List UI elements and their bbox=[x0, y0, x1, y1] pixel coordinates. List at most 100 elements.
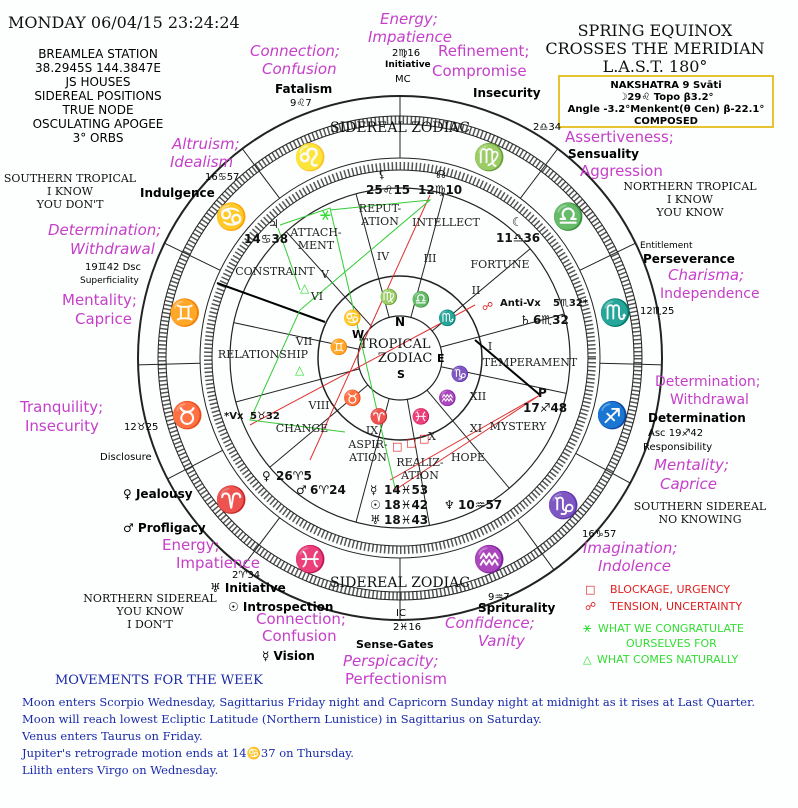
house-name: MENT bbox=[298, 239, 335, 252]
house-name: REPUT- bbox=[359, 202, 402, 215]
house-name: ATION bbox=[400, 469, 439, 482]
cusp-degree: 2♈34 bbox=[232, 570, 260, 581]
movement-line: Moon enters Scorpio Wednesday, Sagittari… bbox=[22, 695, 755, 709]
node-position: 12♍10 bbox=[418, 183, 462, 197]
cusp-labels: 2♍16 MC IC 2♓16 19♊42 Dsc Asc 19♐42 16♋5… bbox=[85, 48, 703, 633]
sign-glyph: ♉ bbox=[171, 400, 203, 431]
legend-label: WHAT WE CONGRATULATE bbox=[598, 622, 744, 635]
sign-glyph: ♓ bbox=[294, 544, 326, 575]
trine-icon: △ bbox=[300, 281, 310, 295]
ic-label: IC bbox=[396, 608, 406, 619]
house-name: HOPE bbox=[451, 451, 485, 464]
tropical-sign-glyph: ♊ bbox=[330, 338, 349, 356]
south-letter: S bbox=[397, 368, 405, 381]
mars-position: 6♈24 bbox=[310, 483, 346, 497]
ic-degree: 2♓16 bbox=[393, 622, 421, 633]
jupiter-glyph: ♃ bbox=[268, 217, 279, 231]
vertex-position: 5♉32 bbox=[250, 411, 280, 422]
coordinates: 38.2945S 144.3847E bbox=[35, 61, 161, 75]
house-name: INTELLECT bbox=[412, 216, 480, 229]
tropical-sign-glyph: ♒ bbox=[438, 389, 457, 407]
house-name: CONSTRAINT bbox=[235, 265, 315, 278]
sensuality-label: Sensuality bbox=[568, 147, 639, 161]
initiative-bottom-label: ♅ Initiative bbox=[210, 581, 286, 595]
event-line: CROSSES THE MERIDIAN bbox=[545, 39, 764, 58]
insecurity-purple-label: Insecurity bbox=[25, 417, 99, 435]
uranus-position: 18♓43 bbox=[384, 513, 428, 527]
quadrant-label: YOU KNOW bbox=[655, 206, 724, 219]
square-icon: □ bbox=[419, 432, 429, 445]
tropical-sign-glyphs: ♍♎♏♑♒♓♈♉♊♋ bbox=[330, 288, 470, 425]
dsc-axis bbox=[216, 282, 326, 323]
quadrant-label: YOU KNOW bbox=[115, 605, 184, 618]
house-name: ASPIR- bbox=[347, 438, 388, 451]
insecurity-label: Insecurity bbox=[473, 86, 541, 100]
weekly-movements: MOVEMENTS FOR THE WEEK Moon enters Scorp… bbox=[21, 673, 755, 777]
determination-label: Determination; bbox=[48, 221, 161, 239]
nakshatra-line: Angle -3.2°Menkent(θ Cen) β-22.1° bbox=[568, 104, 765, 115]
legend-label: OURSELVES FOR bbox=[626, 637, 717, 650]
opposition-line bbox=[394, 394, 541, 491]
sign-glyph: ♈ bbox=[215, 484, 247, 515]
quadrant-label: NORTHERN TROPICAL bbox=[623, 180, 757, 193]
house-number: XI bbox=[470, 422, 482, 435]
sign-glyph: ♏ bbox=[599, 297, 631, 328]
house-name: ATION bbox=[348, 451, 387, 464]
sign-divider bbox=[138, 362, 201, 366]
sun-glyph: ☉ bbox=[370, 498, 381, 512]
vertex-glyph: *Vx bbox=[224, 411, 244, 422]
house-number: IX bbox=[366, 424, 378, 437]
asc-degree: Asc 19♐42 bbox=[648, 428, 703, 439]
mercury-glyph: ☿ bbox=[370, 483, 377, 497]
cusp-degree: 16♋57 bbox=[205, 172, 239, 183]
tropical-sign-glyph: ♑ bbox=[451, 365, 470, 383]
house-number: XII bbox=[470, 390, 487, 403]
sign-glyph: ♒ bbox=[473, 544, 505, 575]
house-cusps bbox=[233, 193, 567, 526]
house-number: X bbox=[428, 430, 436, 443]
keyword-labels: Fatalism Initiative Insecurity Sensualit… bbox=[80, 60, 746, 663]
cusp-degree: 2♎34 bbox=[533, 122, 561, 133]
movement-line: Moon will reach lowest Ecliptic Latitude… bbox=[22, 712, 542, 726]
sign-glyph: ♋ bbox=[215, 202, 247, 233]
legend-label: BLOCKAGE, URGENCY bbox=[610, 583, 730, 596]
sign-glyph: ♑ bbox=[547, 490, 579, 521]
sign-glyph: ♊ bbox=[169, 297, 201, 328]
anti-vertex-position: 5♏32* bbox=[553, 298, 589, 309]
connection-label: Connection; bbox=[256, 610, 346, 628]
jealousy-label: ♀ Jealousy bbox=[123, 487, 193, 501]
sign-divider bbox=[167, 449, 223, 480]
quadrant-label: I KNOW bbox=[47, 185, 94, 198]
sign-glyph: ♐ bbox=[596, 400, 628, 431]
event-line: SPRING EQUINOX bbox=[578, 21, 733, 40]
impatience-label: Impatience bbox=[368, 28, 452, 46]
house-name: REALIZ- bbox=[396, 456, 444, 469]
withdrawal-label: Withdrawal bbox=[70, 240, 156, 258]
uranus-glyph: ♅ bbox=[370, 513, 381, 527]
independence-label: Independence bbox=[660, 286, 760, 302]
opposition-icon: ☍ bbox=[585, 600, 596, 613]
tropical-sign-glyph: ♋ bbox=[343, 309, 362, 327]
perspicacity-label: Perspicacity; bbox=[343, 652, 439, 670]
house-number: VI bbox=[310, 290, 323, 303]
sign-divider bbox=[241, 517, 281, 568]
cusp-degree: 16♑57 bbox=[582, 529, 616, 540]
neptune-position: 10♒57 bbox=[458, 498, 502, 512]
venus-glyph: ♀ bbox=[262, 469, 271, 483]
house-circle bbox=[229, 187, 571, 529]
house-number: II bbox=[472, 284, 481, 297]
tropical-sign-glyph: ♈ bbox=[369, 407, 388, 425]
refinement-label: Refinement; bbox=[438, 42, 529, 60]
house-cusp-line bbox=[440, 313, 565, 348]
entitlement-label: Entitlement bbox=[640, 241, 693, 251]
sidereal-zodiac-label-top: SIDEREAL ZODIAC bbox=[330, 120, 470, 136]
quadrant-labels: SOUTHERN TROPICAL I KNOW YOU DON'T NORTH… bbox=[4, 172, 767, 631]
compromise-label: Compromise bbox=[432, 62, 527, 80]
house-cusp-line bbox=[355, 398, 390, 523]
event-title: SPRING EQUINOX CROSSES THE MERIDIAN L.A.… bbox=[545, 21, 764, 76]
square-icon: □ bbox=[585, 583, 595, 596]
asc-axis bbox=[474, 339, 541, 396]
aspect-lines: △ △ ⚹ ☍ □ □ □ bbox=[216, 194, 541, 491]
trine-line bbox=[249, 199, 432, 433]
tropical-zodiac-label: TROPICAL bbox=[360, 337, 431, 352]
